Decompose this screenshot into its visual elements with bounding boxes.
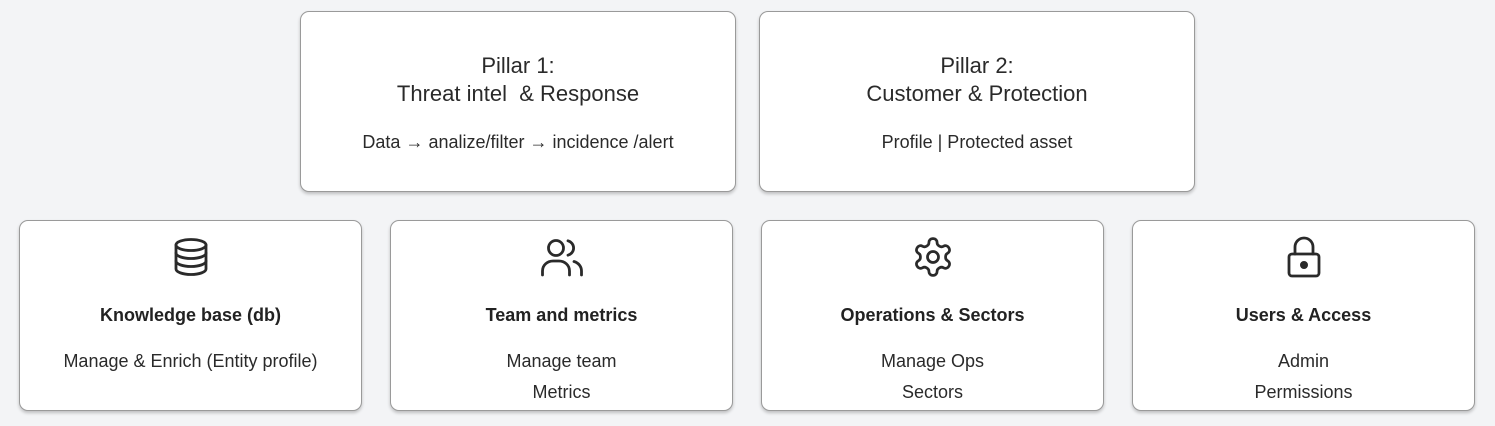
module-title: Users & Access [1235,305,1372,325]
module-line: Manage & Enrich (Entity profile) [63,351,318,371]
module-title: Knowledge base (db) [99,305,281,325]
module-card-knowledge-base: Knowledge base (db) Manage & Enrich (Ent… [19,220,362,411]
module-lines: Manage & Enrich (Entity profile) [20,346,361,377]
module-card-operations-sectors: Operations & Sectors Manage Ops Sectors [761,220,1104,411]
pillar-card-customer-protection: Pillar 2: Customer & Protection Profile … [759,11,1195,192]
pillar-title: Pillar 2: Customer & Protection [760,52,1194,108]
database-icon [169,235,213,279]
module-line: Manage team [506,351,617,371]
pillar-title-line2: Customer & Protection [866,81,1088,106]
pillar-subtitle: Data → analize/filter → incidence /alert [362,132,674,152]
users-icon [540,235,584,279]
pillar-subtitle: Profile | Protected asset [881,132,1073,152]
pillar-title-line2: Threat intel & Response [396,81,640,106]
module-card-team-metrics: Team and metrics Manage team Metrics [390,220,733,411]
gear-icon [911,235,955,279]
module-lines: Manage team Metrics [391,346,732,408]
lock-icon [1282,235,1326,279]
pillar-title-line1: Pillar 1: [481,53,555,78]
module-line: Sectors [901,382,964,402]
module-line: Metrics [532,382,591,402]
module-line: Permissions [1254,382,1353,402]
pillar-card-threat-intel: Pillar 1: Threat intel & Response Data →… [300,11,736,192]
pillar-title: Pillar 1: Threat intel & Response [301,52,735,108]
module-line: Admin [1277,351,1330,371]
module-title: Team and metrics [485,305,638,325]
module-line: Manage Ops [880,351,985,371]
module-title: Operations & Sectors [840,305,1025,325]
pillar-title-line1: Pillar 2: [940,53,1014,78]
module-card-users-access: Users & Access Admin Permissions [1132,220,1475,411]
module-lines: Manage Ops Sectors [762,346,1103,408]
module-lines: Admin Permissions [1133,346,1474,408]
